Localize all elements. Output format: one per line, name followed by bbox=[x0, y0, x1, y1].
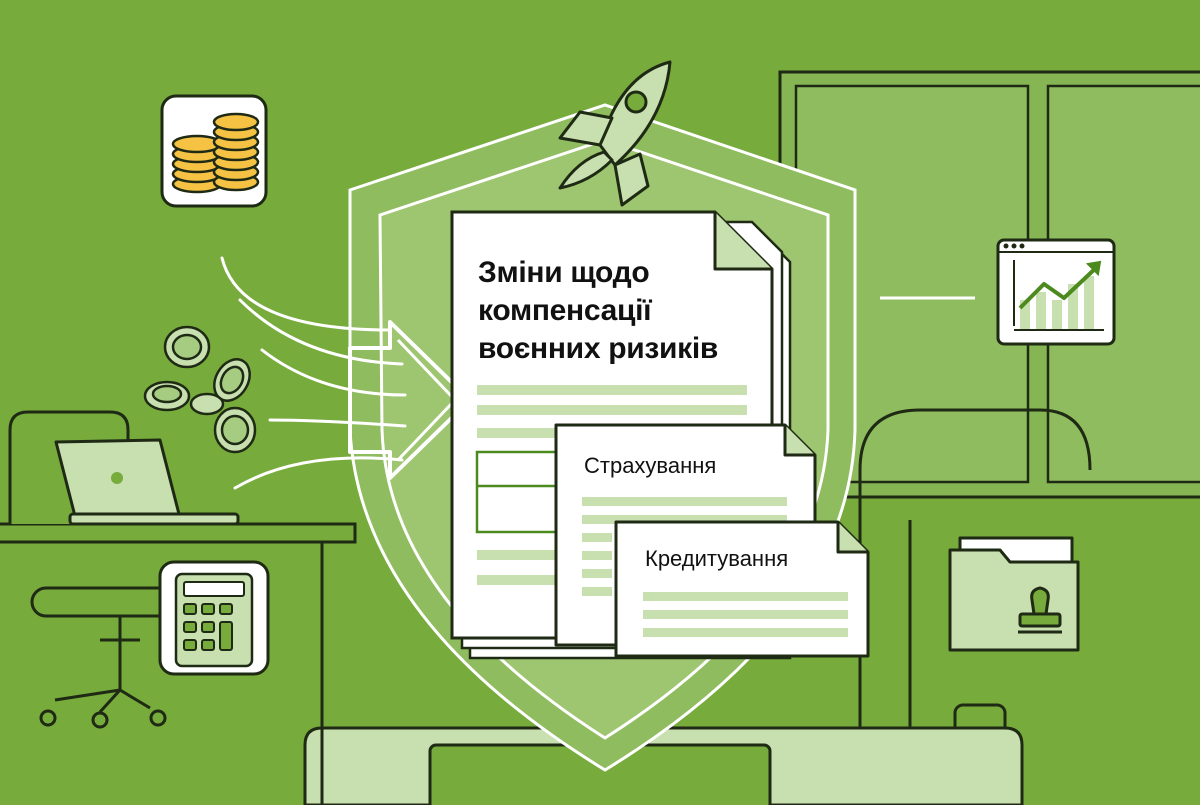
rocket-icon bbox=[558, 60, 672, 207]
folder-stamp-icon bbox=[948, 536, 1080, 652]
growth-chart-icon bbox=[996, 238, 1116, 346]
title-line-1: Зміни щодо bbox=[478, 256, 650, 289]
calculator-icon bbox=[158, 560, 270, 676]
title-line-3: воєнних ризиків bbox=[478, 332, 719, 365]
desk bbox=[0, 522, 357, 805]
document-title: Зміни щодо компенсації воєнних ризиків bbox=[478, 254, 778, 368]
insurance-label: Страхування bbox=[584, 453, 717, 478]
credit-card-doc bbox=[614, 520, 870, 658]
sofa bbox=[303, 726, 1024, 805]
window bbox=[778, 70, 1200, 499]
lending-label: Кредитування bbox=[645, 546, 789, 571]
flying-coins-icon bbox=[143, 325, 257, 454]
coins-stack-icon bbox=[160, 94, 268, 208]
title-line-2: компенсації bbox=[478, 294, 652, 327]
laptop-icon bbox=[54, 438, 240, 526]
speed-lines bbox=[220, 256, 407, 490]
